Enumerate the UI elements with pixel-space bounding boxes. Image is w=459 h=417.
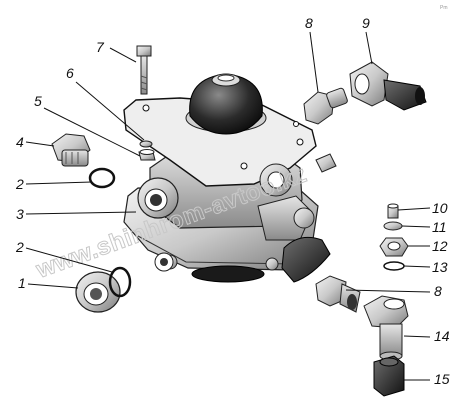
callout-1: 1 bbox=[18, 275, 26, 291]
callout-2-upper: 2 bbox=[15, 176, 24, 192]
valve-body-assembly bbox=[123, 73, 337, 283]
corner-mark: Pm bbox=[440, 5, 448, 11]
callout-10: 10 bbox=[432, 200, 448, 216]
part-13-seal bbox=[383, 261, 405, 271]
part-10-pin bbox=[387, 203, 399, 219]
part-8-fitting-upper bbox=[303, 87, 348, 125]
callout-14: 14 bbox=[434, 328, 450, 344]
callout-15: 15 bbox=[434, 371, 450, 387]
part-14-tee-fitting bbox=[363, 295, 409, 361]
callout-12: 12 bbox=[432, 238, 448, 254]
part-4-plug bbox=[51, 133, 91, 167]
part-11-washer bbox=[383, 221, 403, 231]
part-9-elbow-fitting bbox=[349, 61, 427, 111]
part-7-bolt bbox=[136, 45, 152, 95]
callout-labels: 7 6 5 4 2 3 2 1 8 9 10 11 12 13 8 14 15 bbox=[15, 15, 450, 387]
callout-8-upper: 8 bbox=[305, 15, 313, 31]
part-12-nut bbox=[379, 237, 409, 257]
part-8-fitting-lower bbox=[315, 275, 361, 313]
part-5-nut bbox=[138, 149, 156, 161]
callout-9: 9 bbox=[362, 15, 370, 31]
part-6-washer bbox=[139, 140, 153, 148]
part-15-connector bbox=[373, 355, 405, 397]
callout-2-lower: 2 bbox=[15, 239, 24, 255]
callout-4: 4 bbox=[16, 134, 24, 150]
callout-13: 13 bbox=[432, 259, 448, 275]
callout-5: 5 bbox=[34, 93, 42, 109]
callout-6: 6 bbox=[66, 65, 74, 81]
callout-3: 3 bbox=[16, 206, 24, 222]
callout-11: 11 bbox=[432, 219, 447, 235]
part-2-seal-ring-upper bbox=[88, 167, 116, 189]
part-2-seal-ring-lower bbox=[108, 266, 132, 298]
callout-8-lower: 8 bbox=[434, 283, 442, 299]
callout-7: 7 bbox=[96, 39, 105, 55]
